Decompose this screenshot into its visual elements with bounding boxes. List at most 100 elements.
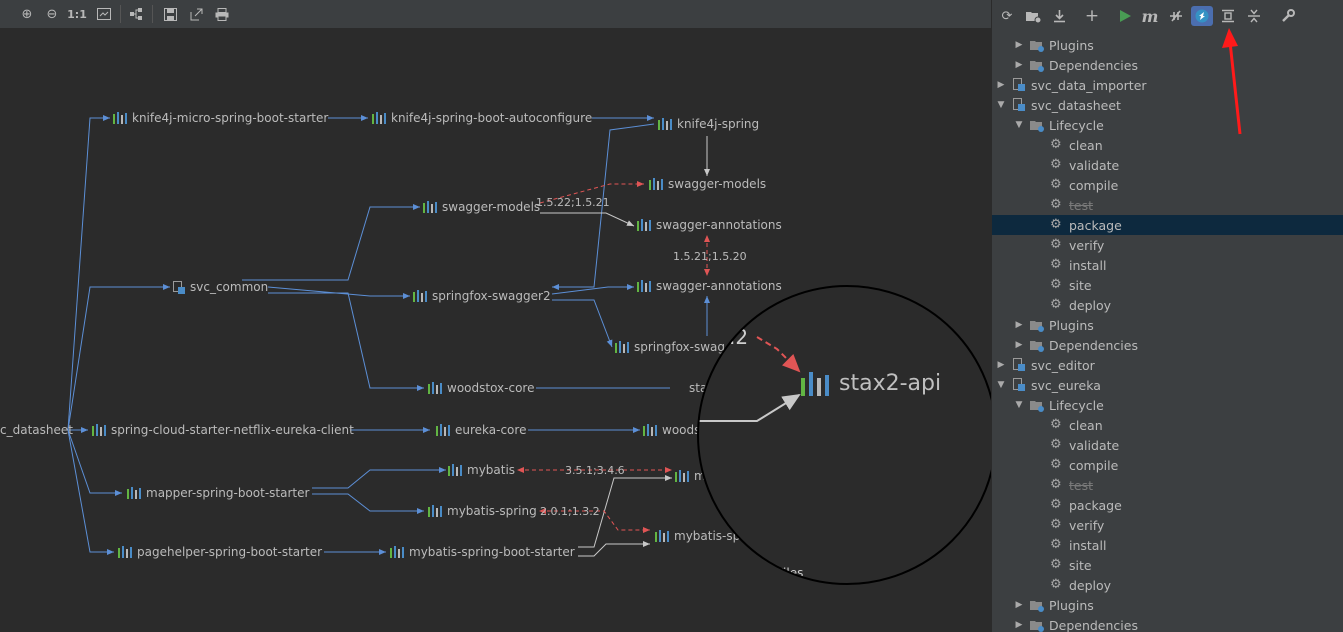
chevron-right-icon[interactable]: ▶ bbox=[997, 80, 1005, 90]
show-dependencies-icon[interactable] bbox=[1217, 6, 1239, 26]
node-svc-common[interactable]: svc_common bbox=[173, 279, 268, 295]
node-knife4j-autoconfigure[interactable]: knife4j-spring-boot-autoconfigure bbox=[372, 110, 592, 126]
fit-content-icon[interactable] bbox=[94, 4, 114, 24]
lifecycle-goal-clean[interactable]: ⚙clean bbox=[992, 135, 1343, 155]
plus-icon[interactable]: + bbox=[1084, 6, 1100, 26]
gear-icon: ⚙ bbox=[1050, 257, 1062, 272]
save-icon[interactable] bbox=[160, 4, 180, 24]
edge bbox=[267, 286, 410, 299]
chevron-down-icon[interactable]: ▼ bbox=[1015, 120, 1023, 130]
chevron-down-icon[interactable]: ▼ bbox=[997, 100, 1005, 110]
node-swagger-models-conflict[interactable]: swagger-models bbox=[649, 176, 766, 192]
edge bbox=[551, 284, 634, 295]
node-woodstox-partial[interactable]: woods bbox=[643, 422, 700, 438]
node-woodstox-core[interactable]: woodstox-core bbox=[428, 380, 534, 396]
run-icon[interactable] bbox=[1114, 6, 1136, 26]
chevron-right-icon[interactable]: ▶ bbox=[1015, 620, 1023, 630]
edge bbox=[67, 429, 122, 496]
tree-folder-lifecycle[interactable]: ▼Lifecycle bbox=[992, 395, 1343, 415]
lifecycle-goal-verify[interactable]: ⚙verify bbox=[992, 235, 1343, 255]
print-icon[interactable] bbox=[212, 4, 232, 24]
tree-item-label: site bbox=[1069, 277, 1092, 293]
lifecycle-goal-site[interactable]: ⚙site bbox=[992, 275, 1343, 295]
maven-toolbar: ⟳ + m bbox=[992, 0, 1343, 32]
maven-module-svc_datasheet[interactable]: ▼svc_datasheet bbox=[992, 95, 1343, 115]
chevron-right-icon[interactable]: ▶ bbox=[1015, 600, 1023, 610]
gear-icon: ⚙ bbox=[1050, 477, 1062, 492]
node-pagehelper-starter[interactable]: pagehelper-spring-boot-starter bbox=[118, 544, 322, 560]
chevron-down-icon[interactable]: ▼ bbox=[997, 380, 1005, 390]
chevron-right-icon[interactable]: ▶ bbox=[1015, 60, 1023, 70]
zoom-out-icon[interactable]: ⊖ bbox=[46, 6, 58, 22]
reimport-icon[interactable]: ⟳ bbox=[1001, 8, 1013, 24]
lifecycle-goal-validate[interactable]: ⚙validate bbox=[992, 155, 1343, 175]
zoom-in-icon[interactable]: ⊕ bbox=[21, 6, 33, 22]
node-mybatis-partial[interactable]: m bbox=[675, 468, 706, 484]
export-icon[interactable] bbox=[186, 4, 206, 24]
maven-module-icon bbox=[1013, 78, 1025, 91]
lifecycle-goal-clean[interactable]: ⚙clean bbox=[992, 415, 1343, 435]
collapse-all-icon[interactable] bbox=[1243, 6, 1265, 26]
maven-library-icon bbox=[675, 470, 689, 482]
lifecycle-goal-install[interactable]: ⚙install bbox=[992, 535, 1343, 555]
tree-folder-dependencies[interactable]: ▶Dependencies bbox=[992, 55, 1343, 75]
lifecycle-goal-test[interactable]: ⚙test bbox=[992, 195, 1343, 215]
node-mybatis-spring[interactable]: mybatis-spring bbox=[428, 503, 537, 519]
maven-module-svc_data_importer[interactable]: ▶svc_data_importer bbox=[992, 75, 1343, 95]
chevron-right-icon[interactable]: ▶ bbox=[1015, 320, 1023, 330]
lifecycle-goal-package[interactable]: ⚙package bbox=[992, 215, 1343, 235]
node-root[interactable]: c_datasheet bbox=[0, 422, 73, 438]
tree-folder-lifecycle[interactable]: ▼Lifecycle bbox=[992, 115, 1343, 135]
node-mybatis-starter[interactable]: mybatis-spring-boot-starter bbox=[390, 544, 575, 560]
node-springfox-swagger2[interactable]: springfox-swagger2 bbox=[413, 288, 551, 304]
node-mapper-starter[interactable]: mapper-spring-boot-starter bbox=[127, 485, 309, 501]
conflict-version-label: 1.5.22;1.5.21 bbox=[536, 196, 610, 209]
settings-wrench-icon[interactable] bbox=[1277, 6, 1299, 26]
node-knife4j-spring[interactable]: knife4j-spring bbox=[658, 116, 759, 132]
node-mybatis-spring-conflict[interactable]: mybatis-sp bbox=[655, 528, 740, 544]
folder-icon bbox=[1030, 61, 1044, 72]
lifecycle-goal-site[interactable]: ⚙site bbox=[992, 555, 1343, 575]
maven-goal-icon[interactable]: m bbox=[1141, 6, 1159, 26]
toggle-offline-icon[interactable] bbox=[1165, 6, 1187, 26]
lifecycle-goal-package[interactable]: ⚙package bbox=[992, 495, 1343, 515]
layout-icon[interactable] bbox=[126, 4, 146, 24]
node-swagger-annotations-2[interactable]: swagger-annotations bbox=[637, 278, 782, 294]
conflict-version-label: 1.5.21;1.5.20 bbox=[673, 250, 747, 263]
skip-tests-icon[interactable] bbox=[1191, 6, 1213, 26]
maven-module-svc_editor[interactable]: ▶svc_editor bbox=[992, 355, 1343, 375]
lifecycle-goal-deploy[interactable]: ⚙deploy bbox=[992, 295, 1343, 315]
dependency-diagram[interactable]: ⊕ ⊖ 1:1 bbox=[0, 0, 991, 632]
maven-module-svc_eureka[interactable]: ▼svc_eureka bbox=[992, 375, 1343, 395]
tree-folder-dependencies[interactable]: ▶Dependencies bbox=[992, 335, 1343, 355]
chevron-right-icon[interactable]: ▶ bbox=[997, 360, 1005, 370]
node-stax2-api[interactable]: stax2-api bbox=[801, 371, 941, 396]
chevron-down-icon[interactable]: ▼ bbox=[1015, 400, 1023, 410]
chevron-right-icon[interactable]: ▶ bbox=[1015, 40, 1023, 50]
node-swagger-annotations[interactable]: swagger-annotations bbox=[637, 217, 782, 233]
actual-size-icon[interactable]: 1:1 bbox=[67, 7, 87, 21]
download-icon[interactable] bbox=[1048, 6, 1070, 26]
lifecycle-goal-deploy[interactable]: ⚙deploy bbox=[992, 575, 1343, 595]
add-folder-icon[interactable] bbox=[1022, 6, 1044, 26]
lifecycle-goal-test[interactable]: ⚙test bbox=[992, 475, 1343, 495]
tree-folder-plugins[interactable]: ▶Plugins bbox=[992, 595, 1343, 615]
node-mybatis[interactable]: mybatis bbox=[448, 462, 515, 478]
node-eureka-core[interactable]: eureka-core bbox=[436, 422, 526, 438]
node-swagger-models[interactable]: swagger-models bbox=[423, 199, 540, 215]
node-eureka-client[interactable]: spring-cloud-starter-netflix-eureka-clie… bbox=[92, 422, 354, 438]
lifecycle-goal-compile[interactable]: ⚙compile bbox=[992, 455, 1343, 475]
tree-item-label: deploy bbox=[1069, 297, 1112, 313]
folder-icon bbox=[1030, 621, 1044, 632]
node-knife4j-micro[interactable]: knife4j-micro-spring-boot-starter bbox=[113, 110, 328, 126]
chevron-right-icon[interactable]: ▶ bbox=[1015, 340, 1023, 350]
tree-folder-dependencies[interactable]: ▶Dependencies bbox=[992, 615, 1343, 632]
tree-folder-plugins[interactable]: ▶Plugins bbox=[992, 315, 1343, 335]
lifecycle-goal-verify[interactable]: ⚙verify bbox=[992, 515, 1343, 535]
lifecycle-goal-validate[interactable]: ⚙validate bbox=[992, 435, 1343, 455]
node-springfox-swagger-common[interactable]: springfox-swag bbox=[615, 339, 725, 355]
maven-library-icon bbox=[801, 371, 829, 396]
tree-folder-plugins[interactable]: ▶Plugins bbox=[992, 35, 1343, 55]
lifecycle-goal-compile[interactable]: ⚙compile bbox=[992, 175, 1343, 195]
lifecycle-goal-install[interactable]: ⚙install bbox=[992, 255, 1343, 275]
